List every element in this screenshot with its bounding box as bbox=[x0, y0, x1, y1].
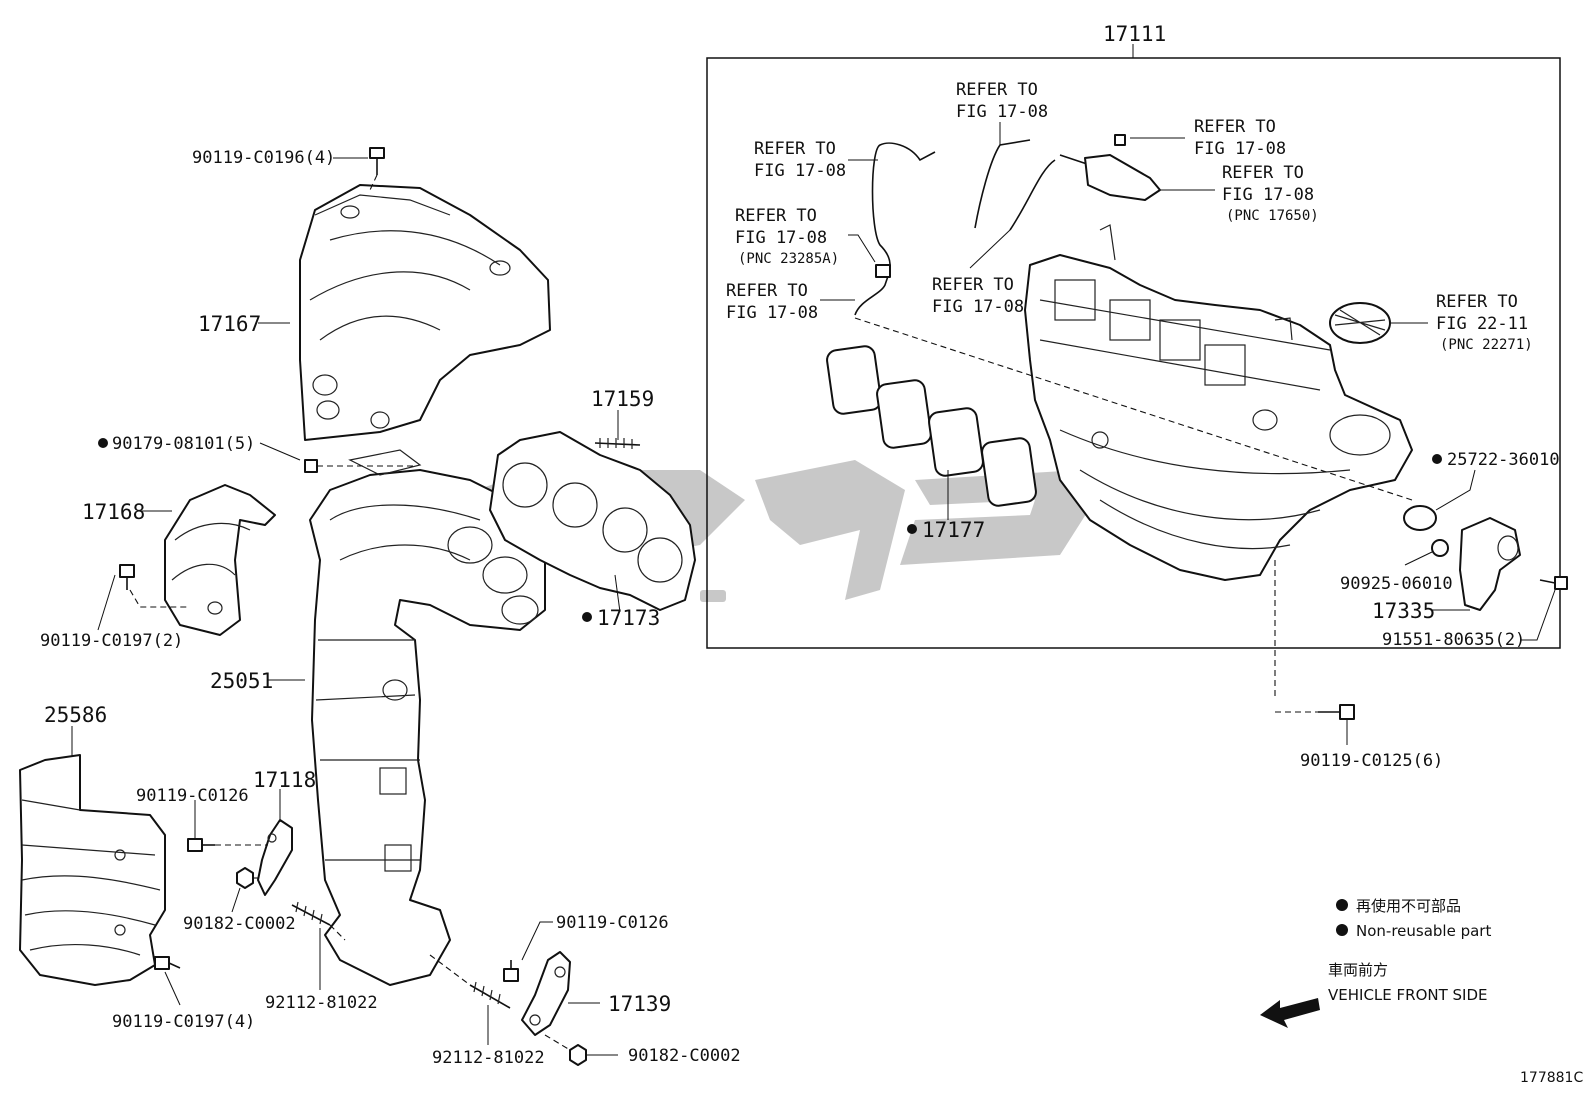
assembly-number-17111: 17111 bbox=[1103, 22, 1166, 46]
svg-text:REFER TO: REFER TO bbox=[754, 139, 836, 159]
svg-text:FIG 17-08: FIG 17-08 bbox=[1222, 185, 1314, 205]
bolt-90119-c0197-4-icon bbox=[154, 956, 181, 970]
ring-90925-icon bbox=[1431, 539, 1449, 557]
svg-text:(PNC 22271): (PNC 22271) bbox=[1440, 337, 1533, 353]
label-17173: 17173 bbox=[597, 606, 660, 630]
refer-note-8: REFER TO FIG 22-11 (PNC 22271) bbox=[1329, 292, 1533, 353]
nut-90182-c0002-a-icon bbox=[236, 867, 254, 889]
bracket-17139[interactable] bbox=[521, 951, 571, 1036]
refer-note-5: REFER TO FIG 17-08 (PNC 23285A) bbox=[735, 206, 876, 267]
label-17168: 17168 bbox=[82, 500, 145, 524]
heat-insulator-25586[interactable] bbox=[19, 754, 166, 986]
label-25722-36010: 25722-36010 bbox=[1447, 450, 1560, 470]
stud-17159-icon bbox=[594, 438, 641, 449]
bolt-90119-c0125-icon bbox=[1318, 704, 1355, 720]
refer-note-3: REFER TO FIG 17-08 bbox=[1130, 117, 1286, 159]
svg-text:車両前方: 車両前方 bbox=[1328, 961, 1388, 979]
legend-non-reusable: 再使用不可部品 Non-reusable part bbox=[1336, 897, 1491, 940]
label-90182-c0002-b: 90182-C0002 bbox=[628, 1046, 741, 1066]
label-91551-80635: 91551-80635(2) bbox=[1382, 630, 1525, 650]
label-92112-81022-b: 92112-81022 bbox=[432, 1048, 545, 1068]
intake-manifold-17111[interactable] bbox=[1024, 224, 1413, 581]
refer-note-2: REFER TO FIG 17-08 bbox=[956, 80, 1048, 145]
non-reusable-dot-17173 bbox=[582, 612, 592, 622]
bolt-90119-c0126-a-icon bbox=[187, 838, 215, 852]
diagram-id: 177881C bbox=[1520, 1070, 1583, 1086]
label-90119-c0197-4: 90119-C0197(4) bbox=[112, 1012, 255, 1032]
svg-text:VEHICLE FRONT SIDE: VEHICLE FRONT SIDE bbox=[1328, 986, 1488, 1004]
svg-text:再使用不可部品: 再使用不可部品 bbox=[1356, 897, 1461, 915]
label-90119-c0125: 90119-C0125(6) bbox=[1300, 751, 1443, 771]
refer-note-7: REFER TO FIG 17-08 bbox=[932, 229, 1024, 317]
svg-text:FIG 17-08: FIG 17-08 bbox=[1194, 139, 1286, 159]
label-17177: 17177 bbox=[922, 518, 985, 542]
stud-92112-81022-a-icon bbox=[291, 901, 331, 926]
svg-text:FIG 17-08: FIG 17-08 bbox=[726, 303, 818, 323]
svg-text:(PNC 23285A): (PNC 23285A) bbox=[738, 251, 839, 267]
svg-text:REFER TO: REFER TO bbox=[1222, 163, 1304, 183]
bolt-91551-icon bbox=[1539, 576, 1568, 590]
bolt-90119-c0197-2-icon bbox=[119, 564, 135, 590]
non-reusable-dot-17177 bbox=[907, 524, 917, 534]
legend-vehicle-front: 車両前方 VEHICLE FRONT SIDE bbox=[1260, 961, 1488, 1028]
svg-text:Non-reusable part: Non-reusable part bbox=[1356, 922, 1491, 940]
label-90119-c0126-b: 90119-C0126 bbox=[556, 913, 669, 933]
label-25586: 25586 bbox=[44, 703, 107, 727]
throttle-body-17335[interactable] bbox=[1459, 517, 1521, 611]
vacuum-hose-icon bbox=[854, 139, 1111, 316]
manifold-gasket-17173[interactable] bbox=[489, 431, 696, 611]
label-90925-06010: 90925-06010 bbox=[1340, 574, 1453, 594]
nut-90182-c0002-b-icon bbox=[569, 1044, 587, 1066]
svg-text:REFER TO: REFER TO bbox=[956, 80, 1038, 100]
o-ring-25722-icon bbox=[1403, 505, 1437, 531]
bolt-90119-c0126-b-icon bbox=[503, 960, 519, 982]
vsv-part-icon bbox=[1084, 134, 1161, 201]
svg-text:REFER TO: REFER TO bbox=[735, 206, 817, 226]
refer-note-1: REFER TO FIG 17-08 bbox=[754, 139, 878, 181]
label-17118: 17118 bbox=[253, 768, 316, 792]
label-92112-81022-a: 92112-81022 bbox=[265, 993, 378, 1013]
svg-text:REFER TO: REFER TO bbox=[1436, 292, 1518, 312]
heat-insulator-17167[interactable] bbox=[299, 184, 551, 441]
bracket-17118[interactable] bbox=[257, 819, 293, 896]
label-90119-c0126-a: 90119-C0126 bbox=[136, 786, 249, 806]
intake-gaskets-17177[interactable] bbox=[826, 345, 1037, 507]
svg-text:FIG 17-08: FIG 17-08 bbox=[754, 161, 846, 181]
label-17159: 17159 bbox=[591, 387, 654, 411]
stud-92112-81022-b-icon bbox=[469, 981, 511, 1009]
label-17167: 17167 bbox=[198, 312, 261, 336]
svg-text:FIG 17-08: FIG 17-08 bbox=[932, 297, 1024, 317]
arrow-left-icon bbox=[1260, 998, 1320, 1028]
svg-text:REFER TO: REFER TO bbox=[1194, 117, 1276, 137]
label-90119-c0197-2: 90119-C0197(2) bbox=[40, 631, 183, 651]
label-17139: 17139 bbox=[608, 992, 671, 1016]
svg-text:FIG 22-11: FIG 22-11 bbox=[1436, 314, 1528, 334]
label-90182-c0002-a: 90182-C0002 bbox=[183, 914, 296, 934]
refer-note-4: REFER TO FIG 17-08 (PNC 17650) bbox=[1160, 163, 1319, 224]
heat-insulator-17168[interactable] bbox=[164, 484, 276, 636]
label-90119-c0196: 90119-C0196(4) bbox=[192, 148, 335, 168]
svg-text:FIG 17-08: FIG 17-08 bbox=[735, 228, 827, 248]
svg-text:(PNC 17650): (PNC 17650) bbox=[1226, 208, 1319, 224]
label-17335: 17335 bbox=[1372, 599, 1435, 623]
svg-text:FIG 17-08: FIG 17-08 bbox=[956, 102, 1048, 122]
refer-note-6: REFER TO FIG 17-08 bbox=[726, 281, 855, 323]
non-reusable-dot-25722 bbox=[1432, 454, 1442, 464]
svg-text:REFER TO: REFER TO bbox=[726, 281, 808, 301]
bolt-90119-c0196-icon bbox=[369, 147, 385, 175]
label-25051: 25051 bbox=[210, 669, 273, 693]
label-90179-08101: 90179-08101(5) bbox=[112, 434, 255, 454]
svg-text:REFER TO: REFER TO bbox=[932, 275, 1014, 295]
